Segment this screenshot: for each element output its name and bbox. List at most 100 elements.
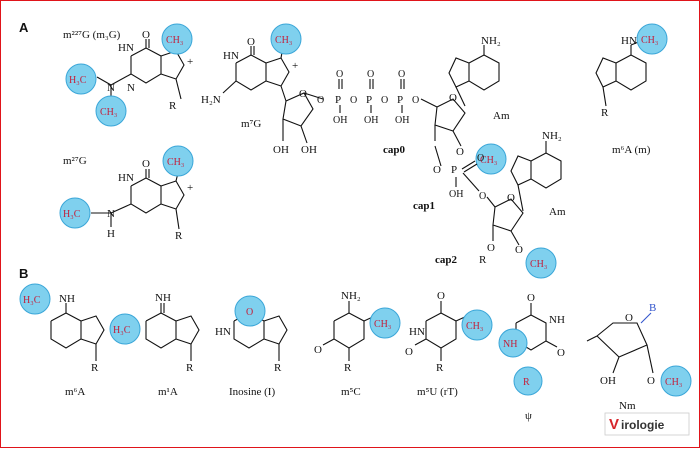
svg-text:R: R [274,362,282,374]
svg-text:NH: NH [549,314,565,326]
label-cap0: cap0 [383,144,406,156]
label-b-m1a: m¹A [158,386,178,398]
atom-p2: P [366,94,372,106]
svg-text:O: O [625,312,633,324]
svg-text:CH₃: CH₃ [166,35,183,46]
svg-text:O: O [456,146,464,158]
structure-am-cap1: O P OH O O O NH₂ Am cap1 O R O CH₃ cap2 [413,130,566,279]
svg-text:H₃C: H₃C [69,75,87,86]
nh-highlight [498,328,528,358]
svg-text:OH: OH [395,115,409,126]
svg-text:O: O [479,191,486,202]
svg-text:P: P [451,164,457,176]
methyl-highlight [461,309,493,341]
label-b-inosine: Inosine (I) [229,386,275,398]
label-am2: Am [549,206,566,218]
svg-text:CH₃: CH₃ [275,35,292,46]
svg-text:O: O [557,347,565,359]
svg-text:R: R [344,362,352,374]
section-label-a: A [19,20,29,35]
svg-text:CH₃: CH₃ [374,319,391,330]
atom-hn-m6am: HN [621,35,637,47]
label-b-m5c: m⁵C [341,386,361,398]
svg-text:NH: NH [59,293,75,305]
label-cap2: cap2 [435,254,458,266]
atom-o-m27g: O [142,158,150,170]
atom-plus-m27g: + [187,182,193,194]
atom-p1: P [335,94,341,106]
label-m27g: m²⁷G [63,155,87,167]
svg-text:R: R [523,377,530,388]
label-m7g: m⁷G [241,118,261,130]
section-label-b: B [19,266,28,281]
atom-plus-m7g: + [292,60,298,72]
structure-m7g-cap: O HN H₂N + m⁷G CH₃ O OH OH O P O P O P O… [201,23,419,156]
virologie-logo: V irologie [604,412,690,436]
structure-b-m5c: NH₂ O R CH₃ m⁵C [314,290,401,398]
svg-text:O: O [515,244,523,256]
atom-n-m27g: N [107,208,115,220]
svg-text:O: O [336,69,343,80]
structure-b-m5u: O HN O R CH₃ m⁵U (rT) [405,290,493,398]
atom-b-nm: B [649,302,656,314]
atom-o-link2: O [350,95,357,106]
svg-text:O: O [314,344,322,356]
atom-o-link1: O [317,95,324,106]
atom-o-m7g: O [247,36,255,48]
r-highlight [513,366,543,396]
atom-o-link4: O [412,95,419,106]
structure-b-nm: B O OH O CH₃ Nm [586,302,692,412]
atom-hn-m227g: HN [118,42,134,54]
structure-b-m6a: NH R H₃C m⁶A [19,283,105,398]
atom-oh-ribose1a: OH [273,144,289,156]
methyl-highlight [475,143,507,175]
atom-r-m227g: R [169,100,177,112]
atom-h-m27g: H [107,228,115,240]
methyl-highlight [369,307,401,339]
atom-o-ribose1: O [299,88,307,100]
svg-text:CH₃: CH₃ [480,155,497,166]
label-am1: Am [493,110,510,122]
atom-n2-m227g: N [107,82,115,94]
svg-text:O: O [433,164,441,176]
svg-text:OH: OH [364,115,378,126]
structure-b-psi: O NH O NH R ψ [498,292,565,422]
atom-oh-ribose1b: OH [301,144,317,156]
svg-text:R: R [436,362,444,374]
structure-m6a-m: HN R CH₃ m⁶A (m) [595,23,668,156]
label-b-nm: Nm [619,400,636,412]
svg-text:O: O [246,307,253,318]
logo-initial: V [609,416,619,433]
svg-text:OH: OH [600,375,616,387]
svg-text:O: O [405,346,413,358]
svg-text:O: O [507,192,515,204]
methyl-highlight [95,95,127,127]
methyl-highlight [19,283,51,315]
atom-plus-m227g: + [187,56,193,68]
structure-b-m1a: NH R H₃C m¹A [109,292,200,398]
svg-text:O: O [437,290,445,302]
atom-hn-m7g: HN [223,50,239,62]
svg-text:O: O [449,92,457,104]
svg-text:CH₃: CH₃ [530,259,547,270]
methyl-highlight [162,145,194,177]
svg-text:O: O [487,242,495,254]
svg-text:CH₃: CH₃ [100,107,117,118]
svg-text:NH₂: NH₂ [341,290,361,302]
logo-text: irologie [621,418,665,432]
label-b-m5u: m⁵U (rT) [417,386,458,398]
svg-text:O: O [398,69,405,80]
svg-text:OH: OH [449,189,463,200]
svg-text:NH: NH [503,339,517,350]
svg-text:CH₃: CH₃ [466,321,483,332]
structure-b-inosine: HN R O Inosine (I) [215,295,288,398]
svg-text:R: R [91,362,99,374]
methyl-highlight [109,313,141,345]
svg-text:O: O [367,69,374,80]
methyl-highlight [161,23,193,55]
svg-text:CH₃: CH₃ [167,157,184,168]
svg-text:H₃C: H₃C [23,295,41,306]
svg-text:CH₃: CH₃ [641,35,658,46]
